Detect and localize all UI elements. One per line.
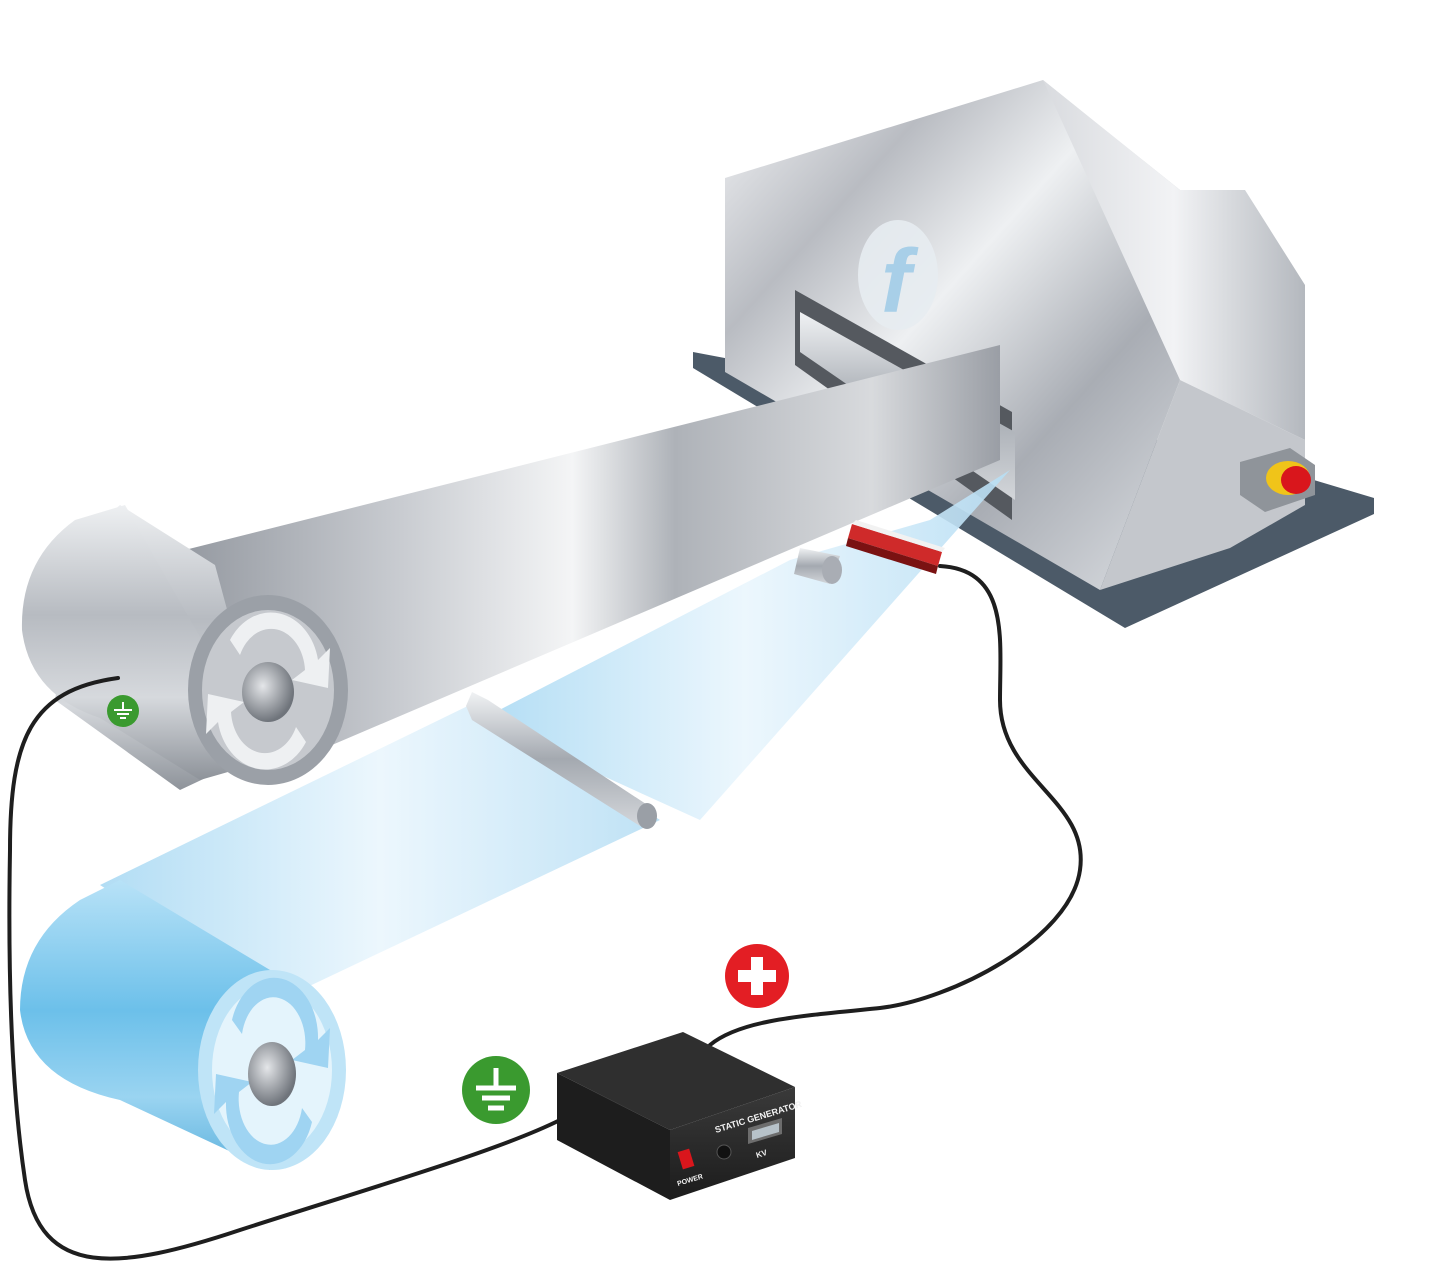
film-web [100, 470, 1010, 1000]
film-takeup-roll [20, 880, 346, 1170]
rotation-arrows-icon-film [214, 977, 330, 1165]
ground-cable [7, 676, 562, 1261]
generator-left-side [557, 1073, 670, 1200]
rotation-arrows-icon [206, 612, 330, 770]
metal-supply-roll [21, 505, 348, 790]
roll-ground-tag [107, 695, 139, 727]
cables [7, 564, 1083, 1261]
voltage-knob[interactable] [716, 1144, 732, 1160]
ground-terminal-icon [462, 1056, 530, 1124]
positive-terminal-icon [725, 944, 789, 1008]
film-path-lower [100, 700, 660, 1000]
logo-badge: f [858, 220, 938, 332]
metal-roll-hub [242, 662, 294, 722]
generator-top [557, 1032, 795, 1130]
generator-front [670, 1087, 795, 1200]
static-generator-unit: STATIC GENERATOR POWER KV [557, 1032, 803, 1200]
metal-sheet [145, 345, 1000, 780]
charging-bar [846, 520, 945, 574]
film-roll-hub [248, 1042, 296, 1106]
kv-display [748, 1118, 782, 1144]
positive-cable [708, 564, 1083, 1047]
film-path-upper [480, 470, 1010, 820]
machine-housing-side [1100, 380, 1305, 590]
guide-rod [466, 692, 657, 829]
emergency-stop-button[interactable] [1240, 448, 1315, 512]
machine-housing-top [1043, 80, 1305, 440]
kv-label: KV [755, 1148, 769, 1160]
machine-housing-front [725, 80, 1180, 590]
guide-roller-small [794, 548, 842, 584]
power-switch[interactable] [677, 1148, 695, 1170]
